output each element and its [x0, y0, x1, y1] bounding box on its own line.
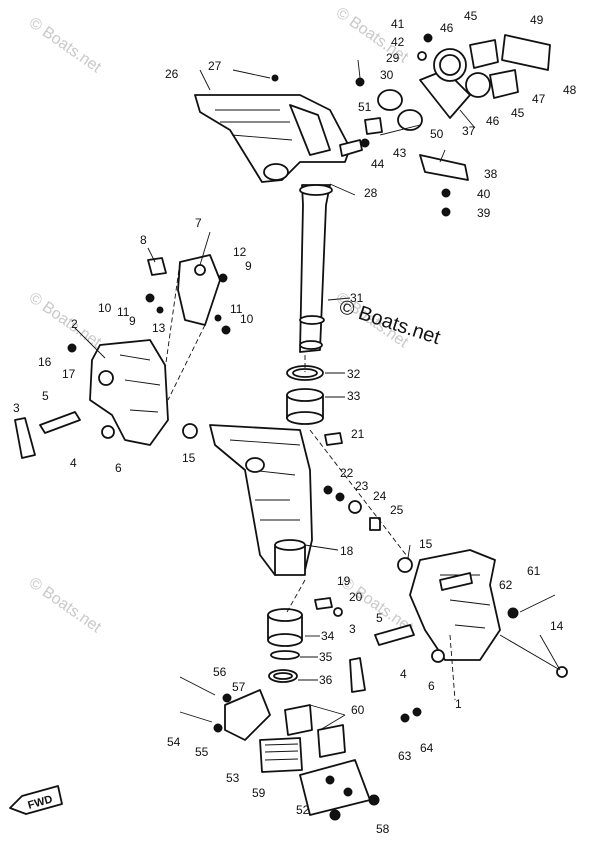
- callout-26: 26: [165, 67, 179, 81]
- callout-51: 51: [358, 100, 372, 114]
- callout-41: 41: [391, 17, 405, 31]
- callout-59: 59: [252, 786, 266, 800]
- callout-14: 14: [550, 619, 564, 633]
- callout-15b: 15: [419, 537, 433, 551]
- callout-56: 56: [213, 665, 227, 679]
- callout-55: 55: [195, 745, 209, 759]
- callout-60: 60: [351, 703, 365, 717]
- callout-9b: 9: [129, 314, 136, 328]
- callout-45: 45: [464, 9, 478, 23]
- callout-10: 10: [98, 301, 112, 315]
- thrust-rod-14: [499, 634, 568, 678]
- callout-15: 15: [182, 451, 196, 465]
- callout-58: 58: [376, 822, 390, 836]
- callout-9: 9: [245, 259, 252, 273]
- callout-54: 54: [167, 735, 181, 749]
- clamp-screws: [14, 411, 445, 693]
- callout-5: 5: [42, 389, 49, 403]
- callout-8: 8: [140, 233, 147, 247]
- swivel-bracket-18: [209, 424, 313, 576]
- clamp-bracket-right: [409, 549, 501, 661]
- callout-45b: 45: [511, 106, 525, 120]
- callout-52: 52: [296, 803, 310, 817]
- callout-42: 42: [391, 35, 405, 49]
- steering-shaft-31: [299, 184, 333, 353]
- callout-6: 6: [115, 461, 122, 475]
- callout-19: 19: [337, 574, 351, 588]
- callout-21: 21: [351, 427, 365, 441]
- fwd-arrow: FWD: [9, 785, 63, 815]
- callout-29: 29: [386, 51, 400, 65]
- callout-39: 39: [477, 206, 491, 220]
- callout-11b: 11: [230, 302, 243, 316]
- watermark-top-left: © Boats.net: [26, 14, 105, 76]
- callout-50: 50: [430, 127, 444, 141]
- callout-4: 4: [70, 456, 77, 470]
- callout-57: 57: [232, 680, 246, 694]
- callout-62: 62: [499, 578, 513, 592]
- callout-13: 13: [152, 321, 166, 335]
- callout-16: 16: [38, 355, 52, 369]
- callout-36: 36: [319, 673, 333, 687]
- callout-23: 23: [355, 479, 369, 493]
- callout-61: 61: [527, 564, 541, 578]
- callout-3: 3: [13, 401, 20, 415]
- bolt-61: [507, 594, 556, 619]
- callout-46: 46: [440, 21, 454, 35]
- callout-37: 37: [462, 124, 476, 138]
- clamp-bracket-left: [89, 254, 221, 446]
- callout-numbers: 1 2 3 3 4 4 5 5 6 6 7 8 9 9 10 10 11 11 …: [13, 9, 577, 836]
- callout-49: 49: [530, 13, 544, 27]
- callout-2: 2: [71, 317, 78, 331]
- swivel-bracket-top: [194, 94, 363, 183]
- steering-bushings: [286, 365, 324, 425]
- callout-40: 40: [477, 187, 491, 201]
- callout-1: 1: [455, 697, 462, 711]
- callout-17: 17: [62, 367, 76, 381]
- callout-32: 32: [347, 367, 361, 381]
- callout-20: 20: [349, 590, 363, 604]
- callout-48: 48: [563, 83, 577, 97]
- callout-3b: 3: [349, 622, 356, 636]
- callout-44: 44: [371, 157, 385, 171]
- callout-63: 63: [398, 749, 412, 763]
- callout-47: 47: [532, 92, 546, 106]
- callout-18: 18: [340, 544, 354, 558]
- callout-25: 25: [390, 503, 404, 517]
- callout-24: 24: [373, 489, 387, 503]
- callout-27: 27: [208, 59, 222, 73]
- callout-53: 53: [226, 771, 240, 785]
- callout-4b: 4: [400, 667, 407, 681]
- leader-lines: [74, 69, 561, 731]
- watermark-low-left: © Boats.net: [26, 574, 105, 636]
- callout-35: 35: [319, 650, 333, 664]
- callout-22: 22: [340, 466, 354, 480]
- callout-30: 30: [380, 68, 394, 82]
- callout-10b: 10: [240, 312, 254, 326]
- lower-bushings: [267, 608, 303, 683]
- watermark-mid-left: © Boats.net: [26, 289, 105, 351]
- callout-46b: 46: [486, 114, 500, 128]
- callout-31: 31: [350, 291, 364, 305]
- callout-7: 7: [195, 216, 202, 230]
- callout-6b: 6: [428, 679, 435, 693]
- callout-12: 12: [233, 245, 247, 259]
- callout-43: 43: [393, 146, 407, 160]
- small-fittings: [67, 257, 413, 617]
- callout-64: 64: [420, 741, 434, 755]
- callout-33: 33: [347, 389, 361, 403]
- callout-38: 38: [484, 167, 498, 181]
- callout-5b: 5: [376, 611, 383, 625]
- callout-34: 34: [321, 629, 335, 643]
- callout-11: 11: [117, 305, 130, 319]
- lower-mount-parts: [179, 676, 422, 821]
- steering-arm-fittings: [271, 33, 551, 217]
- callout-28: 28: [364, 186, 378, 200]
